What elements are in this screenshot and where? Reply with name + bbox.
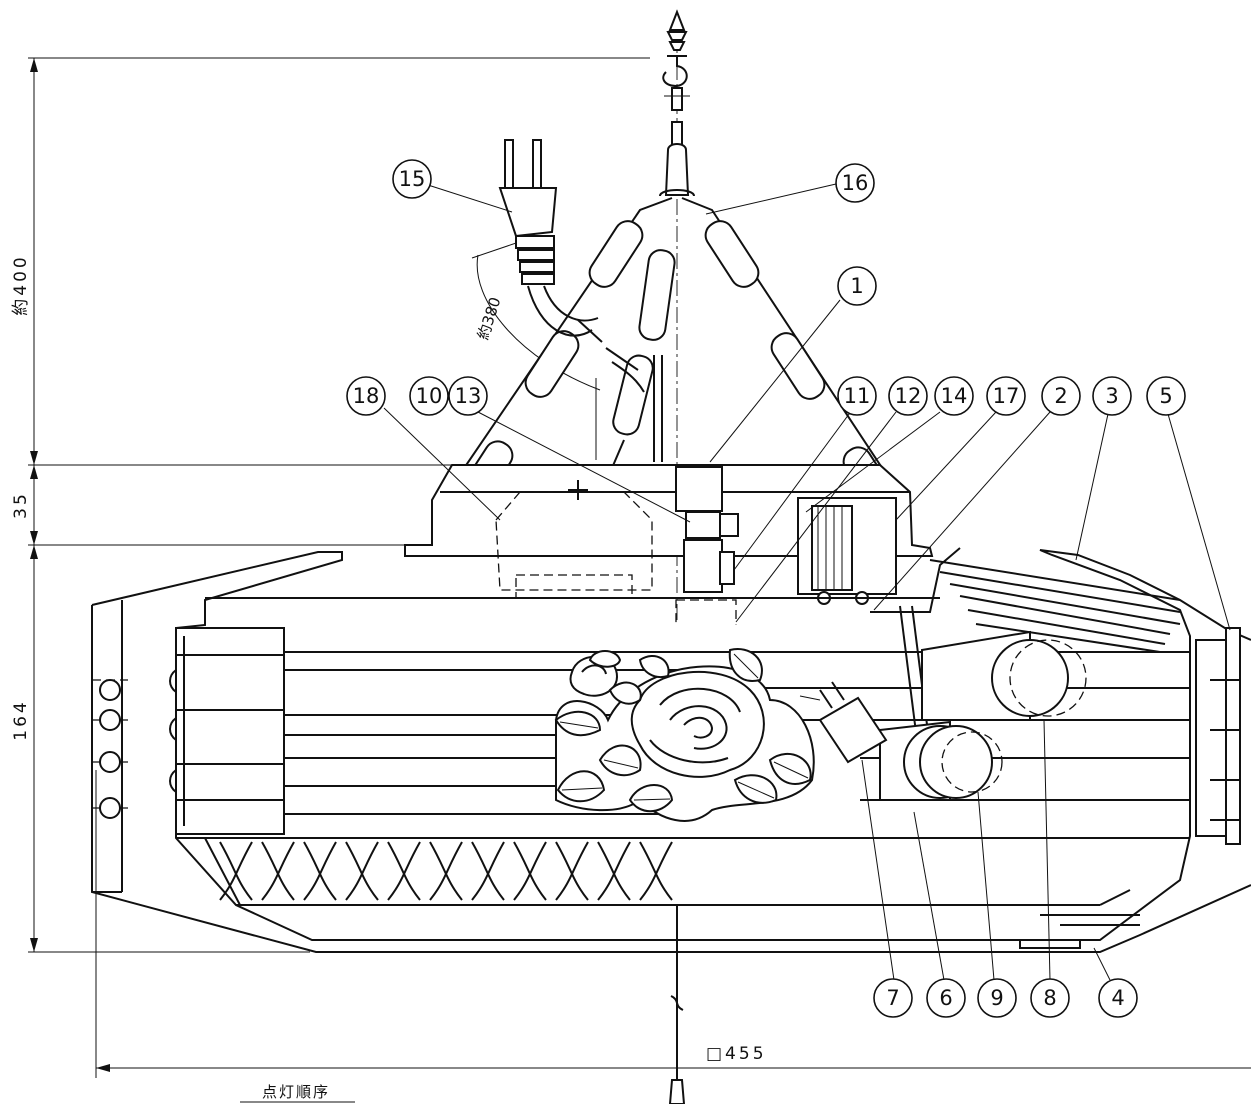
callout-6-label: 6 (939, 986, 952, 1010)
callout-4: 4 (1098, 978, 1138, 1018)
hanging-chain (455, 143, 891, 496)
callout-18: 18 (346, 376, 386, 416)
dim-cord-length: 約380 (474, 295, 505, 342)
dim-canopy-height: 35 (11, 491, 31, 519)
callout-14-label: 14 (941, 384, 968, 408)
callout-10-label: 10 (416, 384, 443, 408)
callout-12: 12 (888, 376, 928, 416)
callout-2-label: 2 (1054, 384, 1067, 408)
callout-7-label: 7 (886, 986, 899, 1010)
callout-3: 3 (1092, 376, 1132, 416)
callout-8-label: 8 (1043, 986, 1056, 1010)
callout-16: 16 (835, 163, 875, 203)
power-plug (498, 139, 645, 393)
callout-9-label: 9 (990, 986, 1003, 1010)
callout-11: 11 (837, 376, 877, 416)
dimension-lines (28, 57, 1251, 1078)
callout-1-label: 1 (850, 274, 863, 298)
callout-12-label: 12 (895, 384, 922, 408)
callout-7: 7 (873, 978, 913, 1018)
leader-lines (383, 183, 1231, 981)
callout-15-label: 15 (399, 167, 426, 191)
callout-8: 8 (1030, 978, 1070, 1018)
callout-17: 17 (986, 376, 1026, 416)
callout-4-label: 4 (1111, 986, 1124, 1010)
ornament-pattern (219, 841, 673, 901)
callout-2: 2 (1041, 376, 1081, 416)
callout-13-label: 13 (455, 384, 482, 408)
footer-note: 点灯順序 (262, 1083, 330, 1101)
callout-1: 1 (837, 266, 877, 306)
rose-decoration (554, 648, 815, 822)
callout-15: 15 (392, 159, 432, 199)
fluorescent-bulbs (799, 630, 1087, 801)
center-socket (675, 466, 739, 660)
callout-9: 9 (977, 978, 1017, 1018)
pull-cord (668, 905, 686, 1104)
callout-6: 6 (926, 978, 966, 1018)
dim-overall-height: 約400 (11, 254, 31, 315)
callout-18-label: 18 (353, 384, 380, 408)
dim-body-width: □455 (706, 1044, 767, 1064)
callout-10: 10 (409, 376, 449, 416)
callout-5-label: 5 (1159, 384, 1172, 408)
callout-11-label: 11 (844, 384, 871, 408)
callout-14: 14 (934, 376, 974, 416)
ceiling-hook (662, 9, 690, 146)
callout-5: 5 (1146, 376, 1186, 416)
dim-body-height: 164 (11, 699, 31, 740)
callout-17-label: 17 (993, 384, 1020, 408)
canopy (404, 464, 934, 605)
callout-3-label: 3 (1105, 384, 1118, 408)
callout-13: 13 (448, 376, 488, 416)
callout-16-label: 16 (842, 171, 869, 195)
